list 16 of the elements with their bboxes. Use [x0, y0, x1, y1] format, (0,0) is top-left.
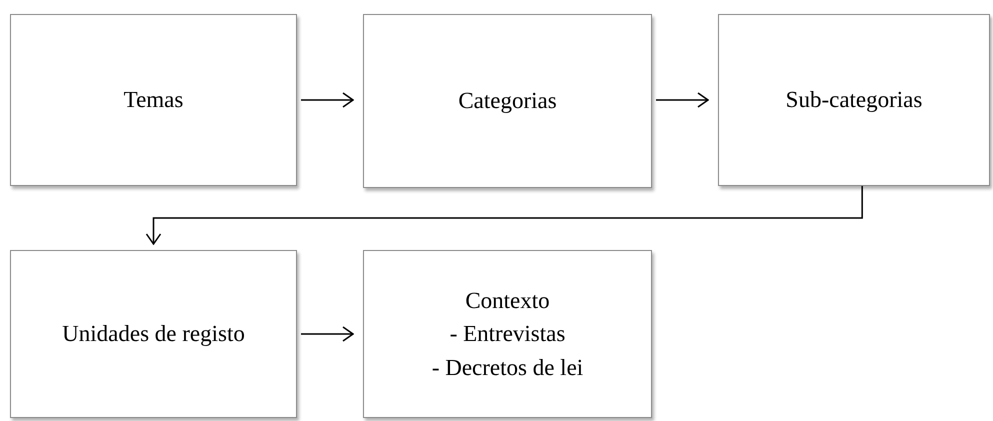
- arrow: [656, 92, 709, 108]
- arrow: [301, 326, 354, 342]
- node-label: Sub-categorias: [786, 86, 922, 114]
- process-box: [363, 14, 652, 188]
- arrow: [146, 186, 863, 245]
- process-box: [718, 14, 990, 186]
- process-box: [10, 250, 297, 418]
- process-box: [10, 14, 297, 186]
- arrow: [301, 92, 354, 108]
- node-label: Unidades de registo: [62, 320, 245, 348]
- process-box: [363, 250, 652, 418]
- node-label: - Decretos de lei: [432, 354, 584, 382]
- node-label: - Entrevistas: [450, 320, 566, 348]
- node-label: Categorias: [458, 87, 557, 115]
- node-label: Contexto: [465, 286, 550, 314]
- node-label: Temas: [124, 86, 184, 114]
